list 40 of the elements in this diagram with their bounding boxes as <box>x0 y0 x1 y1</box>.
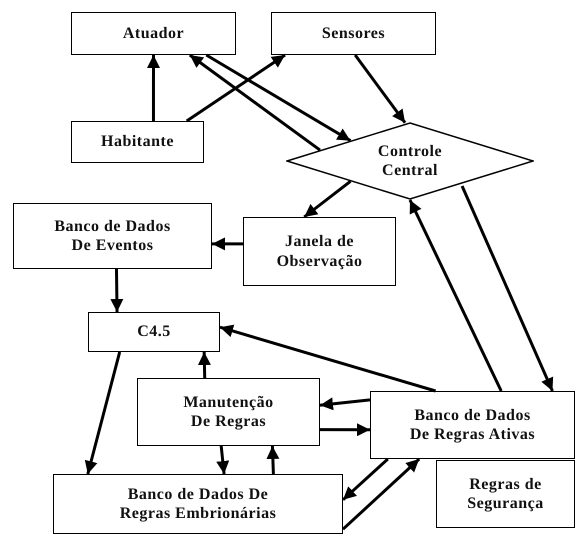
process-box <box>71 121 204 163</box>
arrow <box>266 446 280 474</box>
box-label: Banco de Dados De Regras Ativas <box>408 406 536 444</box>
process-box <box>370 391 575 459</box>
process-box <box>436 460 575 528</box>
arrow <box>216 446 230 474</box>
box-label: C4.5 <box>137 322 171 342</box>
process-box <box>271 12 436 55</box>
box-label: Manutenção De Regras <box>182 392 275 432</box>
process-box <box>71 12 236 55</box>
arrow <box>110 268 124 312</box>
box-label: Janela de Observação <box>276 232 364 271</box>
process-box <box>13 203 212 269</box>
process-box <box>88 312 220 352</box>
box-label: Sensores <box>322 24 386 44</box>
box-label: Atuador <box>122 24 184 44</box>
box-label: Habitante <box>101 132 174 152</box>
box-label: Regras de Segurança <box>466 474 545 514</box>
box-label: Banco de Dados De Regras Embrionárias <box>118 484 278 524</box>
box-label: Banco de Dados De Eventos <box>53 216 172 256</box>
arrow <box>342 458 389 501</box>
arrow <box>320 397 370 410</box>
arrow <box>188 54 321 152</box>
arrow <box>147 55 160 121</box>
arrow <box>206 54 352 142</box>
arrow <box>460 185 554 392</box>
arrow <box>186 54 286 122</box>
box-label: Controle Central <box>376 142 444 180</box>
arrow <box>220 324 436 392</box>
arrow <box>320 423 370 436</box>
arrow <box>303 180 352 218</box>
arrow <box>408 199 503 392</box>
process-box <box>53 474 343 534</box>
arrow <box>84 352 122 474</box>
process-box <box>137 378 320 446</box>
arrow <box>198 352 211 378</box>
arrow <box>354 54 406 124</box>
arrow <box>212 237 243 250</box>
process-box <box>243 217 396 286</box>
arrow <box>342 458 420 530</box>
